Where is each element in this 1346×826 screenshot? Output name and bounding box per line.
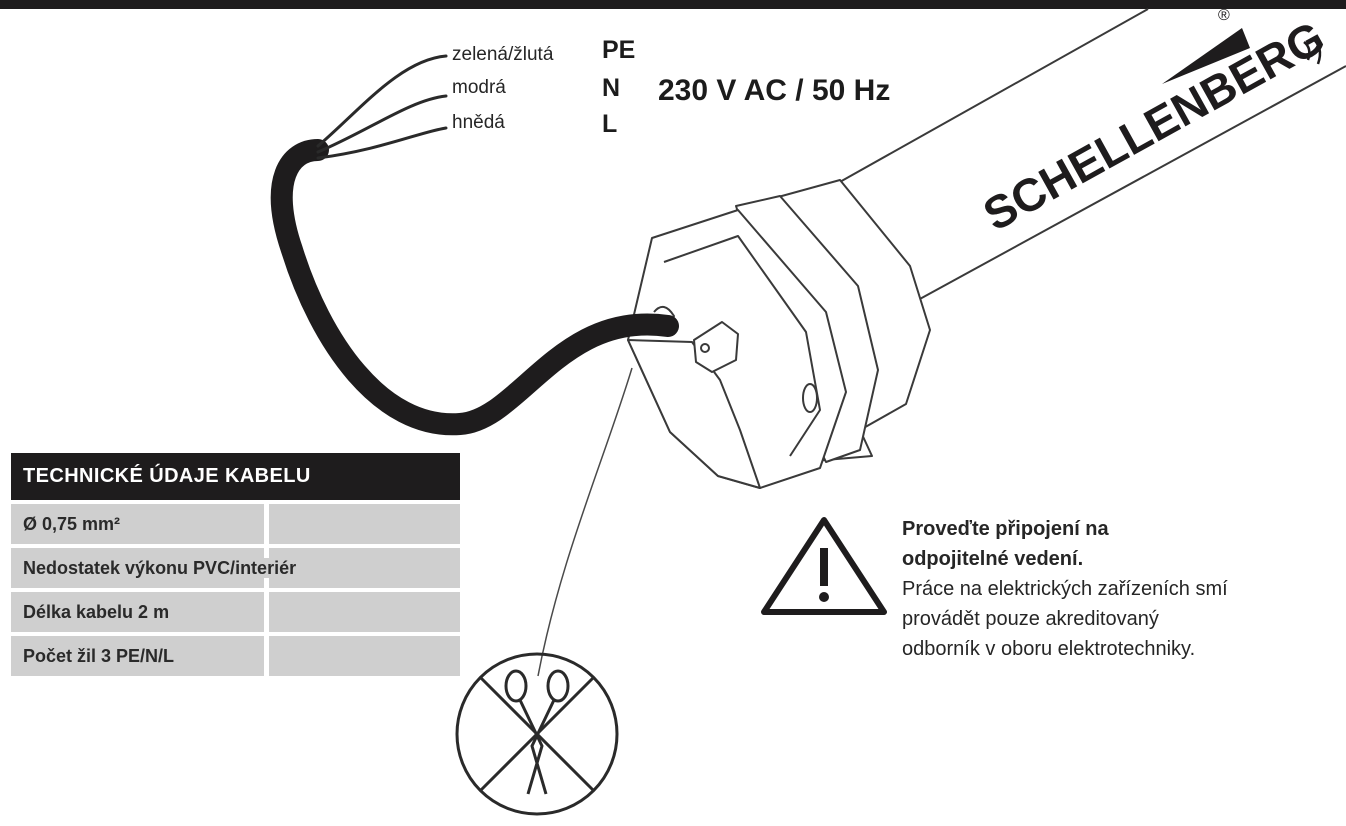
warning-title-line1: Proveďte připojení na xyxy=(902,518,1109,540)
warning-triangle-icon xyxy=(761,517,887,615)
motor-tube xyxy=(837,8,1346,301)
wire-color-l: hnědá xyxy=(452,112,505,133)
warning-body-line1: Práce na elektrických zařízeních smí xyxy=(902,578,1228,600)
warning-title-line2: odpojitelné vedení. xyxy=(902,548,1084,570)
motor-head xyxy=(627,179,931,489)
signal-waves-icon xyxy=(1303,37,1322,65)
spec-table-header: TECHNICKÉ ÚDAJE KABELU xyxy=(11,453,460,500)
spec-row-cross-section: Ø 0,75 mm² xyxy=(11,504,460,544)
wire-color-n: modrá xyxy=(452,77,506,98)
spec-row-text: Nedostatek výkonu PVC/interiér xyxy=(23,558,297,578)
power-cable xyxy=(270,54,679,436)
spec-row-text: Délka kabelu 2 m xyxy=(23,602,170,622)
voltage-rating: 230 V AC / 50 Hz xyxy=(658,74,891,107)
wire-color-pe: zelená/žlutá xyxy=(452,44,554,65)
warning-text: Proveďte připojení na odpojitelné vedení… xyxy=(902,514,1322,664)
no-cutting-scissors-icon xyxy=(455,652,619,816)
spec-row-text: Ø 0,75 mm² xyxy=(23,514,121,534)
brand-name: SCHELLENBERG xyxy=(975,11,1333,241)
leader-line xyxy=(537,367,633,677)
warning-body-line3: odborník v oboru elektrotechniky. xyxy=(902,638,1196,660)
cable-spec-table: TECHNICKÉ ÚDAJE KABELU Ø 0,75 mm² Nedost… xyxy=(11,453,460,676)
spec-row-cores: Počet žil 3 PE/N/L xyxy=(11,636,460,676)
conductor-l: L xyxy=(602,110,618,138)
spec-row-length: Délka kabelu 2 m xyxy=(11,592,460,632)
conductor-pe: PE xyxy=(602,36,636,64)
schellenberg-logo: SCHELLENBERG ® xyxy=(975,7,1333,241)
registered-mark: ® xyxy=(1218,7,1230,24)
top-bar xyxy=(0,0,1346,9)
conductor-n: N xyxy=(602,74,621,102)
spec-row-text: Počet žil 3 PE/N/L xyxy=(23,646,175,666)
spec-row-insulation: Nedostatek výkonu PVC/interiér xyxy=(11,548,460,588)
warning-body-line2: provádět pouze akreditovaný xyxy=(902,608,1159,630)
